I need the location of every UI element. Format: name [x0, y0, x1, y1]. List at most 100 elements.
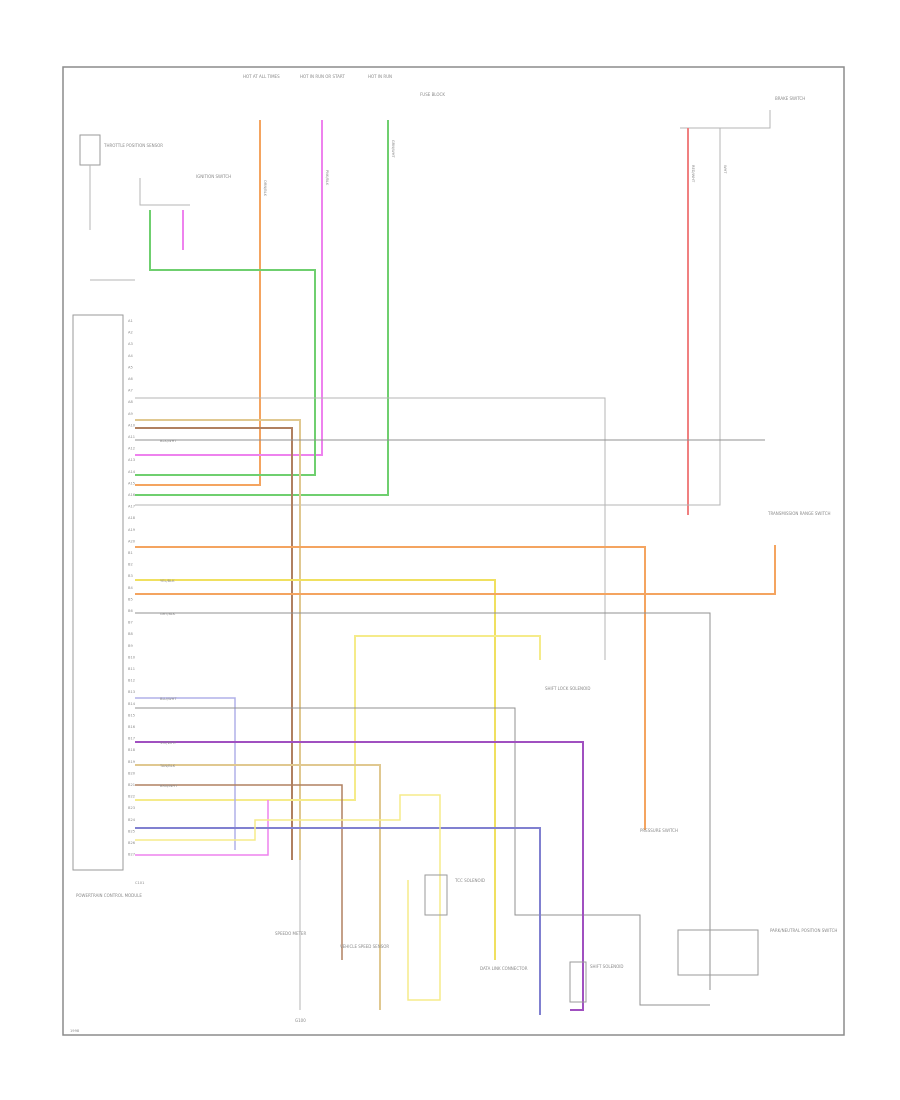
ecm-pin-label: B10: [128, 655, 136, 659]
ecm-label: POWERTRAIN CONTROL MODULE: [76, 893, 142, 898]
wire-white-brake: [135, 128, 721, 506]
ecm-pin-label: B2: [128, 563, 133, 567]
wire-label-yellow: YEL/BLK: [160, 579, 175, 583]
ecm-pin-label: A11: [128, 435, 135, 439]
vss-label: VEHICLE SPEED SENSOR: [340, 944, 389, 949]
ecm-pin-label: A10: [128, 423, 136, 427]
ecm-pin-label: B11: [128, 667, 135, 671]
ecm-pin-label: A7: [128, 389, 133, 393]
wire-blue-ecm: [135, 697, 236, 850]
trans-range-label: TRANSMISSION RANGE SWITCH: [767, 511, 831, 516]
ecm-pin-label: B13: [128, 690, 135, 694]
ecm-pin-label: A1: [128, 319, 133, 323]
ecm-pin-label: B15: [128, 713, 135, 717]
wire-label-brown: BRN/WHT: [160, 784, 178, 788]
wire-gray-ps: [135, 707, 710, 1006]
wire-label-white: WHT: [723, 165, 727, 174]
ecm-pin-label: B22: [128, 795, 135, 799]
ecm-pin-label: B24: [128, 818, 136, 822]
ecm-pin-label: A18: [128, 516, 136, 520]
wire-green-fuse: [135, 120, 389, 496]
ecm-connector-block: [72, 314, 124, 871]
ecm-pin-label: A9: [128, 412, 133, 416]
wire-gray-tcc: [135, 612, 711, 990]
footer-code: 1998: [70, 1029, 80, 1033]
wire-label-tan: TAN/BLK: [159, 764, 176, 768]
ecm-pin-label: A12: [128, 447, 135, 451]
shift-solenoid-box: [569, 961, 587, 1003]
ignition-switch-frame: [139, 178, 190, 206]
ecm-pin-label: A2: [128, 331, 133, 335]
ecm-pin-label: A5: [128, 365, 133, 369]
ground-label: G100: [295, 1018, 306, 1023]
wire-tan-vss: [135, 764, 381, 1010]
ecm-pin-label: A16: [128, 493, 136, 497]
wire-label-violet: VIO/WHT: [160, 741, 177, 745]
wire-orange-vss: [135, 545, 776, 595]
ecm-pin-label: B25: [128, 829, 135, 833]
ecm-pin-label: B9: [128, 644, 133, 648]
ecm-pin-label: B14: [128, 702, 136, 706]
wire-brown-ecm: [135, 427, 293, 860]
ctp-sensor-box: [79, 134, 101, 166]
ecm-pin-label: A8: [128, 400, 133, 404]
fuse-block-label: FUSE BLOCK: [420, 92, 445, 97]
ecm-pin-label: B20: [128, 771, 136, 775]
ecm-pin-label: B21: [128, 783, 135, 787]
ecm-pin-label: B4: [128, 586, 133, 590]
data-link-label: DATA LINK CONNECTOR: [480, 966, 528, 971]
brake-switch-frame: [680, 110, 771, 129]
ecm-pin-label: B19: [128, 760, 136, 764]
wire-label-green: GRN/WHT: [391, 140, 395, 158]
ecm-pin-label: B26: [128, 841, 136, 845]
wire-label-red: RED/WHT: [691, 165, 695, 183]
ecm-pin-label: A17: [128, 505, 135, 509]
ecm-pin-label: A3: [128, 342, 133, 346]
wire-pink-tcc: [135, 800, 269, 856]
ecm-pin-label: A20: [128, 539, 136, 543]
diagram-frame: [62, 66, 845, 1036]
ecm-pin-label: A19: [128, 528, 136, 532]
ecm-pin-label: B7: [128, 621, 133, 625]
brake-switch-label: BRAKE SWITCH: [775, 96, 805, 101]
wire-label-pink: PNK/BLK: [325, 170, 329, 186]
ecm-pin-label: B27: [128, 853, 135, 857]
fuse-label-left: HOT AT ALL TIMES: [243, 74, 280, 79]
ecm-pin-label: B12: [128, 679, 135, 683]
wire-orange-main: [135, 546, 646, 830]
ecm-pin-labels: A1A2A3A4A5A6A7A8A9A10A11A12A13A14A15A16A…: [128, 319, 136, 857]
ecm-pin-label: B18: [128, 748, 136, 752]
ecm-pin-label: A13: [128, 458, 135, 462]
wire-tan-ecm: [135, 419, 301, 860]
ecm-pin-label: B8: [128, 632, 133, 636]
ecm-pin-label: A15: [128, 481, 135, 485]
speedometer-label: SPEEDO METER: [275, 931, 306, 936]
shift-lock-label: SHIFT LOCK SOLENOID: [545, 686, 590, 691]
shift-solenoid-label: SHIFT SOLENOID: [590, 964, 624, 969]
ecm-pin-label: A14: [128, 470, 136, 474]
tcc-solenoid-box: [424, 874, 448, 916]
wire-pink-fuse: [135, 120, 323, 456]
neutral-switch-label: PARK/NEUTRAL POSITION SWITCH: [770, 928, 837, 933]
ecm-pin-label: B16: [128, 725, 136, 729]
wire-blue-tcc: [135, 827, 541, 1015]
wire-yellow-shift: [135, 635, 541, 801]
fuse-label-mid: HOT IN RUN OR START: [300, 74, 345, 79]
wire-yellow-main: [135, 579, 496, 960]
ecm-pin-label: B5: [128, 597, 133, 601]
ecm-pin-label: B3: [128, 574, 133, 578]
wire-label-black: BLK/WHT: [160, 439, 177, 443]
pressure-switch-label: PRESSURE SWITCH: [640, 828, 678, 833]
wire-yellow-tcc: [135, 794, 441, 1001]
wire-green-ign: [135, 210, 316, 476]
wire-label-blue: BLU/WHT: [160, 697, 177, 701]
ignition-switch-label: IGNITION SWITCH: [196, 174, 231, 179]
ecm-pin-label: B23: [128, 806, 135, 810]
wire-orange-fuse: [135, 120, 261, 486]
ecm-pin-label: A4: [128, 354, 133, 358]
ctp-sensor-label: THROTTLE POSITION SENSOR: [103, 143, 163, 148]
connector-label: C101: [135, 881, 144, 885]
wire-violet-ecm: [135, 741, 584, 1011]
ecm-pin-label: B17: [128, 737, 135, 741]
tcc-solenoid-label: TCC SOLENOID: [454, 878, 485, 883]
